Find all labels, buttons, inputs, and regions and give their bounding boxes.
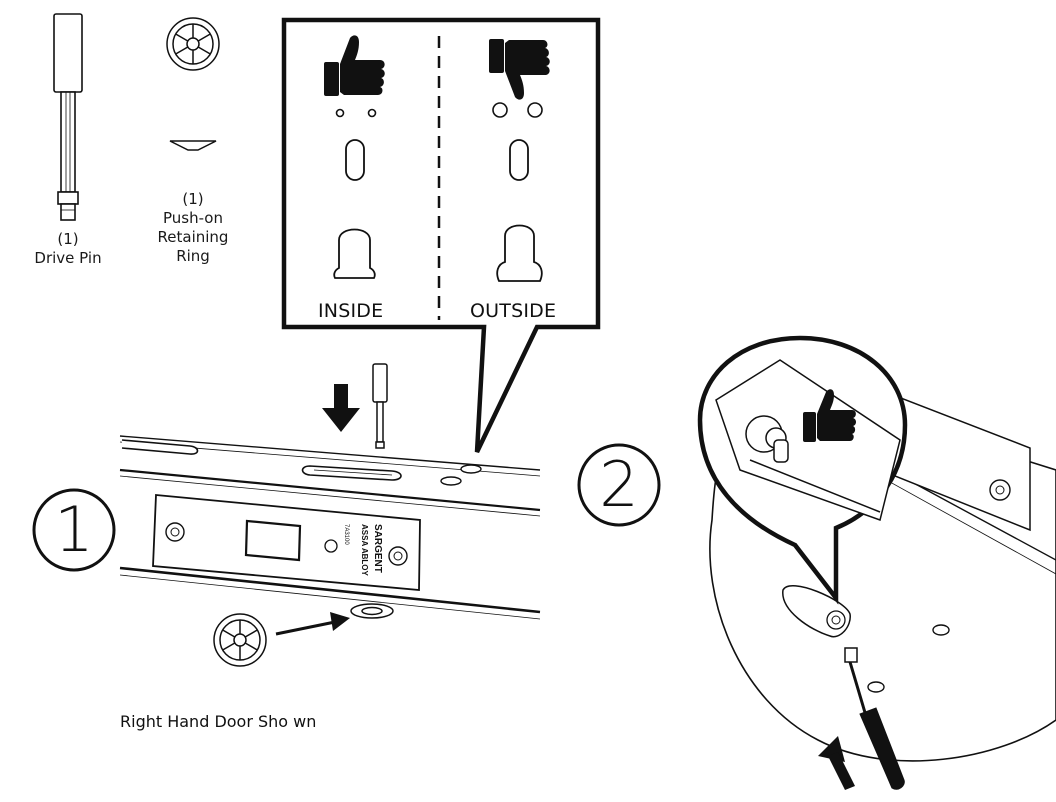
thumbs-down-icon bbox=[489, 39, 550, 100]
inside-slot bbox=[345, 139, 365, 181]
drive-pin-label: (1) Drive Pin bbox=[20, 230, 116, 268]
outside-keyhole bbox=[496, 224, 543, 282]
screwdriver-icon bbox=[844, 647, 905, 790]
inside-pin-holes bbox=[335, 108, 377, 118]
orientation-callout bbox=[281, 17, 601, 453]
outside-slot bbox=[509, 139, 529, 181]
up-arrow-icon bbox=[818, 736, 855, 790]
outside-pin-holes bbox=[492, 102, 543, 118]
retaining-ring-side-illustration bbox=[169, 140, 217, 151]
thumbs-up-icon-detail bbox=[803, 389, 856, 442]
step1-number: 1 bbox=[54, 493, 94, 566]
retaining-ring-name-1: Push-on bbox=[163, 209, 223, 227]
model-text: 7A3100 bbox=[343, 524, 349, 545]
retaining-ring-qty: (1) bbox=[182, 190, 204, 208]
outside-label: OUTSIDE bbox=[470, 300, 557, 322]
inside-label: INSIDE bbox=[318, 300, 384, 322]
right-arrow-icon bbox=[275, 612, 350, 636]
drive-pin-illustration bbox=[53, 13, 83, 221]
drive-pin-qty: (1) bbox=[57, 230, 79, 248]
step2-circle bbox=[577, 443, 661, 527]
door-edge-step1 bbox=[119, 435, 541, 620]
caption-text: Right Hand Door Sho wn bbox=[120, 712, 317, 731]
retaining-ring-name-3: Ring bbox=[176, 247, 210, 265]
retaining-ring-insert-illustration bbox=[213, 603, 394, 667]
retaining-ring-label: (1) Push-on Retaining Ring bbox=[138, 190, 248, 266]
inside-keyhole bbox=[333, 228, 376, 279]
brand2-text: ASSA ABLOY bbox=[360, 524, 369, 577]
zoom-detail bbox=[697, 335, 908, 605]
step2-number: 2 bbox=[599, 448, 639, 521]
retaining-ring-top-illustration bbox=[166, 17, 220, 71]
down-arrow-icon bbox=[322, 384, 360, 432]
drive-pin-insert-illustration bbox=[372, 363, 388, 449]
thumbs-up-icon bbox=[324, 35, 385, 96]
step1-circle bbox=[32, 488, 116, 572]
retaining-ring-name-2: Retaining bbox=[157, 228, 229, 246]
brand-text: SARGENT bbox=[372, 524, 383, 573]
faceplate-branding: SARGENT ASSA ABLOY 7A3100 bbox=[343, 524, 383, 577]
drive-pin-name: Drive Pin bbox=[34, 249, 102, 267]
